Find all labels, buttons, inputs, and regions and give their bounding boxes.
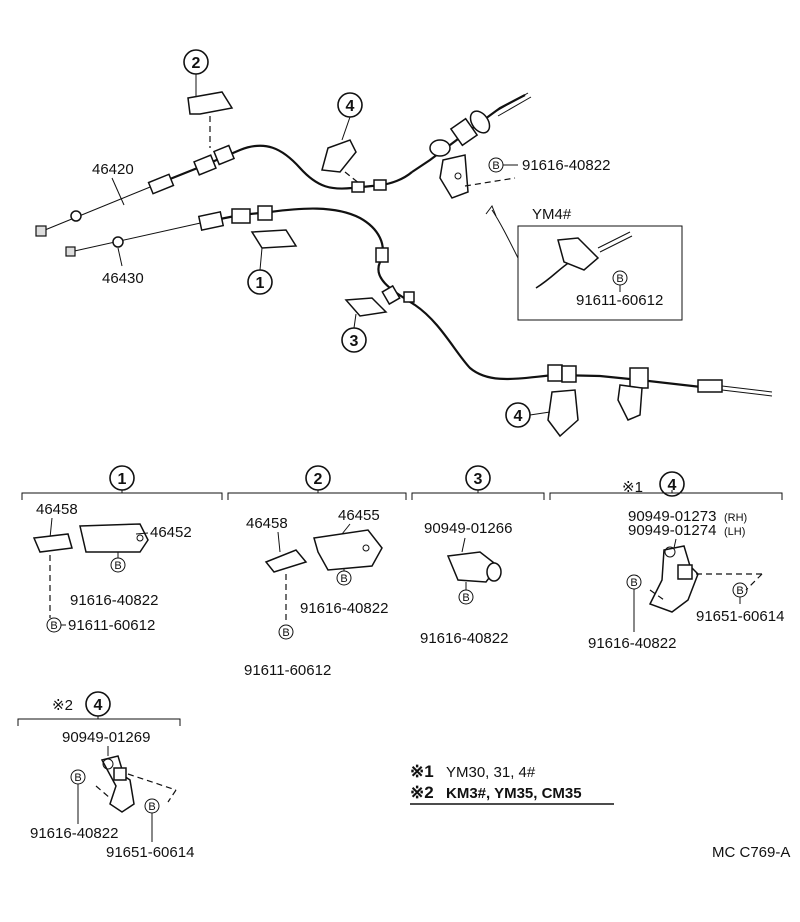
svg-text:B: B — [148, 801, 155, 813]
svg-text:1: 1 — [118, 471, 127, 488]
svg-text:B: B — [282, 627, 289, 639]
note-2-mark: ※2 — [410, 783, 434, 802]
bracket-4-top — [321, 139, 361, 185]
svg-text:91616-40822: 91616-40822 — [522, 157, 610, 174]
svg-text:B: B — [736, 585, 743, 597]
svg-text:※2: ※2 — [52, 697, 73, 714]
bolt-callout-top-right: B 91616-40822 — [488, 157, 610, 174]
svg-text:2: 2 — [314, 471, 323, 488]
svg-text:3: 3 — [350, 333, 359, 350]
callout-2-top: 2 — [183, 49, 209, 96]
svg-text:B: B — [50, 620, 57, 632]
bracket-1-mid — [250, 229, 298, 249]
note-2-text: KM3#, YM35, CM35 — [446, 785, 582, 802]
svg-text:46458: 46458 — [36, 501, 78, 518]
figure-code: MC C769-A — [712, 844, 790, 861]
svg-text:B: B — [492, 160, 499, 172]
svg-text:※1: ※1 — [622, 479, 643, 496]
group-3: 3 90949-01266 B 91616-40822 — [420, 465, 512, 647]
svg-text:91616-40822: 91616-40822 — [588, 635, 676, 652]
svg-text:B: B — [340, 573, 347, 585]
svg-text:4: 4 — [514, 408, 523, 425]
svg-text:91616-40822: 91616-40822 — [420, 630, 508, 647]
svg-text:90949-01274: 90949-01274 — [628, 522, 716, 539]
svg-text:3: 3 — [474, 471, 483, 488]
group-4-ym30: ※1 4 90949-01273 (RH) 90949-01274 (LH) B… — [588, 471, 784, 652]
svg-text:91616-40822: 91616-40822 — [300, 600, 388, 617]
svg-text:91651-60614: 91651-60614 — [106, 844, 194, 861]
callout-3-mid: 3 — [341, 313, 367, 353]
model-notes: ※1 YM30, 31, 4# ※2 KM3#, YM35, CM35 — [410, 762, 614, 805]
svg-text:46458: 46458 — [246, 515, 288, 532]
bracket-4-low — [547, 389, 579, 438]
callout-4-top: 4 — [337, 92, 363, 141]
svg-text:4: 4 — [94, 697, 103, 714]
svg-text:90949-01269: 90949-01269 — [62, 729, 150, 746]
note-1-mark: ※1 — [410, 762, 434, 781]
callout-4-low: 4 — [505, 402, 551, 428]
group-2: 2 46458 46455 B 91616-40822 B 91611-6061… — [244, 465, 388, 679]
svg-text:91616-40822: 91616-40822 — [30, 825, 118, 842]
callout-1-mid: 1 — [247, 247, 273, 295]
inset-title: YM4# — [532, 206, 572, 223]
label-46430: 46430 — [102, 270, 144, 287]
svg-text:46452: 46452 — [150, 524, 192, 541]
equalizer-fitting — [411, 92, 532, 199]
group-4-km3: ※2 4 90949-01269 B 91616-40822 B 91651-6… — [17, 691, 194, 861]
group-1: 1 46458 46452 B 91616-40822 B 91611-6061… — [32, 465, 192, 634]
cable-46420 — [35, 144, 413, 237]
svg-text:91651-60614: 91651-60614 — [696, 608, 784, 625]
svg-text:2: 2 — [192, 55, 201, 72]
svg-text:91611-60612: 91611-60612 — [576, 292, 663, 309]
svg-text:4: 4 — [668, 477, 677, 494]
ym4-inset: YM4# B 91611-60612 — [485, 204, 683, 321]
svg-text:4: 4 — [346, 98, 355, 115]
svg-text:1: 1 — [256, 275, 265, 292]
svg-text:B: B — [616, 273, 623, 285]
svg-text:(RH): (RH) — [724, 512, 747, 524]
svg-text:B: B — [630, 577, 637, 589]
bracket-3-mid — [344, 297, 388, 317]
svg-text:90949-01266: 90949-01266 — [424, 520, 512, 537]
svg-text:90949-01273: 90949-01273 — [628, 508, 716, 525]
bracket-2-top — [187, 91, 234, 148]
note-1-text: YM30, 31, 4# — [446, 764, 536, 781]
svg-text:91616-40822: 91616-40822 — [70, 592, 158, 609]
svg-text:91611-60612: 91611-60612 — [68, 617, 155, 634]
svg-text:91611-60612: 91611-60612 — [244, 662, 331, 679]
svg-text:(LH): (LH) — [724, 526, 745, 538]
cable-46430 — [65, 205, 773, 421]
svg-text:B: B — [114, 560, 121, 572]
label-46420: 46420 — [92, 161, 134, 178]
svg-text:46455: 46455 — [338, 507, 380, 524]
svg-text:B: B — [462, 592, 469, 604]
svg-text:B: B — [74, 772, 81, 784]
group-brackets — [21, 490, 783, 500]
